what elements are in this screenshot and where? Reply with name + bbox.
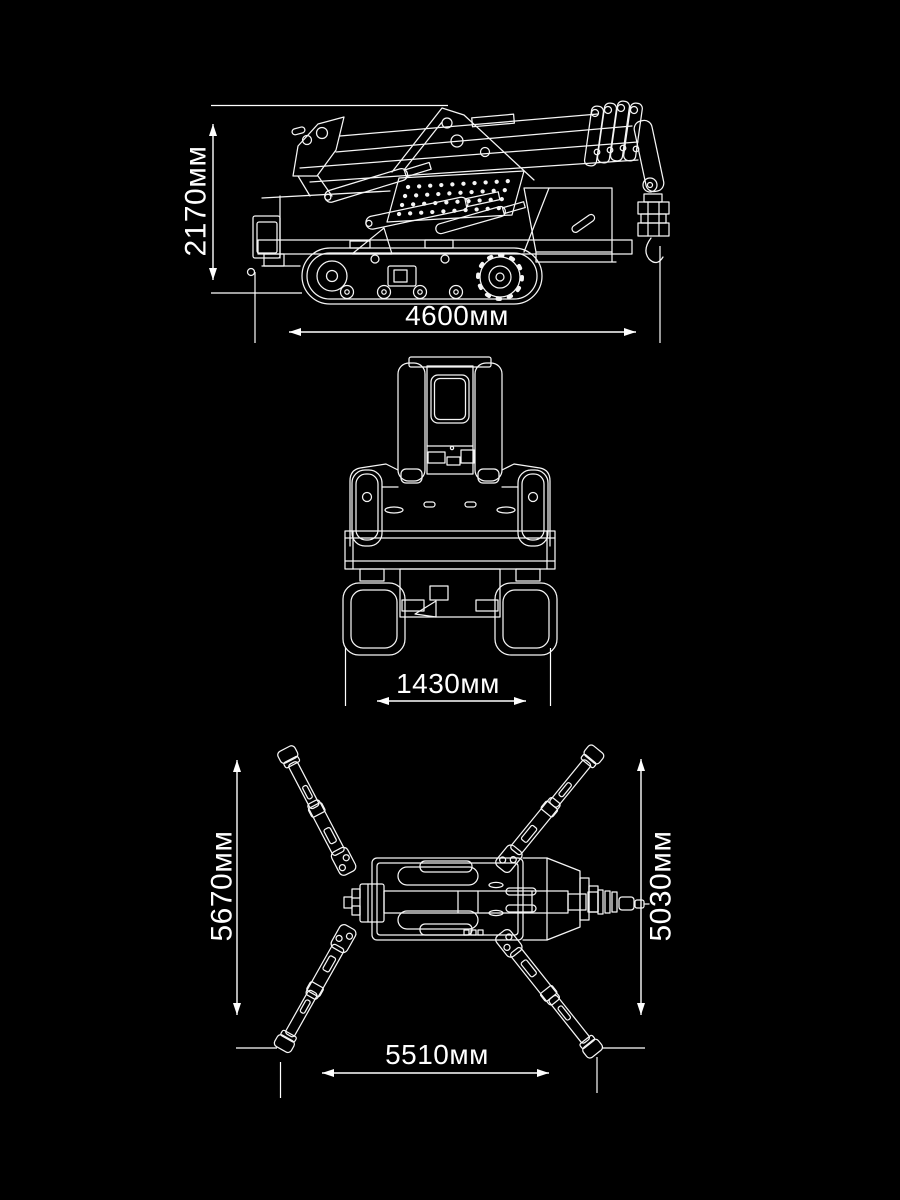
outrigger-bottom-right: [492, 926, 605, 1061]
dimension-label-front-width: 1430мм: [396, 668, 500, 699]
dimension-label-left-span: 5670мм: [206, 831, 239, 942]
front-view-dimensions: 1430мм: [344, 648, 552, 706]
outrigger-top-left: [275, 743, 359, 878]
upper-body: [246, 161, 633, 277]
front-view-drawing: [342, 356, 558, 656]
top-view-drawing: [272, 742, 650, 1061]
dimension-label-side-length: 4600мм: [405, 300, 509, 331]
dimension-label-top-length: 5510мм: [385, 1039, 489, 1070]
dimension-label-side-height: 2170мм: [180, 146, 213, 257]
crawler-track: [301, 239, 543, 305]
front-body: [344, 463, 556, 570]
mast-columns: [397, 356, 503, 484]
side-view-dimensions: 2170мм 4600мм: [180, 104, 661, 343]
boom-folded: [291, 107, 639, 197]
top-view-dimensions: 5670мм 5030мм 5510мм: [206, 759, 678, 1098]
boom-head: [583, 100, 665, 193]
front-undercarriage: [342, 568, 558, 656]
outrigger-bottom-left: [272, 921, 359, 1055]
outrigger-top-right: [492, 742, 606, 876]
dimension-label-right-span: 5030мм: [645, 831, 678, 942]
side-view-drawing: [246, 100, 670, 305]
plan-body: [343, 857, 650, 941]
hook-block: [637, 193, 670, 264]
